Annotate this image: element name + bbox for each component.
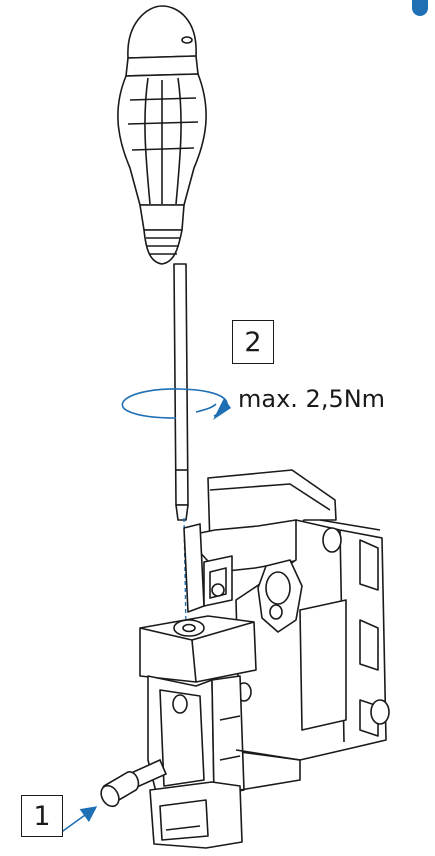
screw-axis-line: [183, 517, 187, 631]
screwdriver-icon: [117, 5, 207, 521]
circuit-breaker-terminal: [139, 469, 390, 849]
step-1-label: 1: [21, 795, 63, 837]
wire-pin: [100, 758, 168, 808]
torque-label: max. 2,5Nm: [238, 385, 386, 413]
step-2-label: 2: [232, 320, 274, 364]
corner-accent-mark: [412, 0, 428, 16]
rotation-arrow-icon: [121, 388, 231, 420]
